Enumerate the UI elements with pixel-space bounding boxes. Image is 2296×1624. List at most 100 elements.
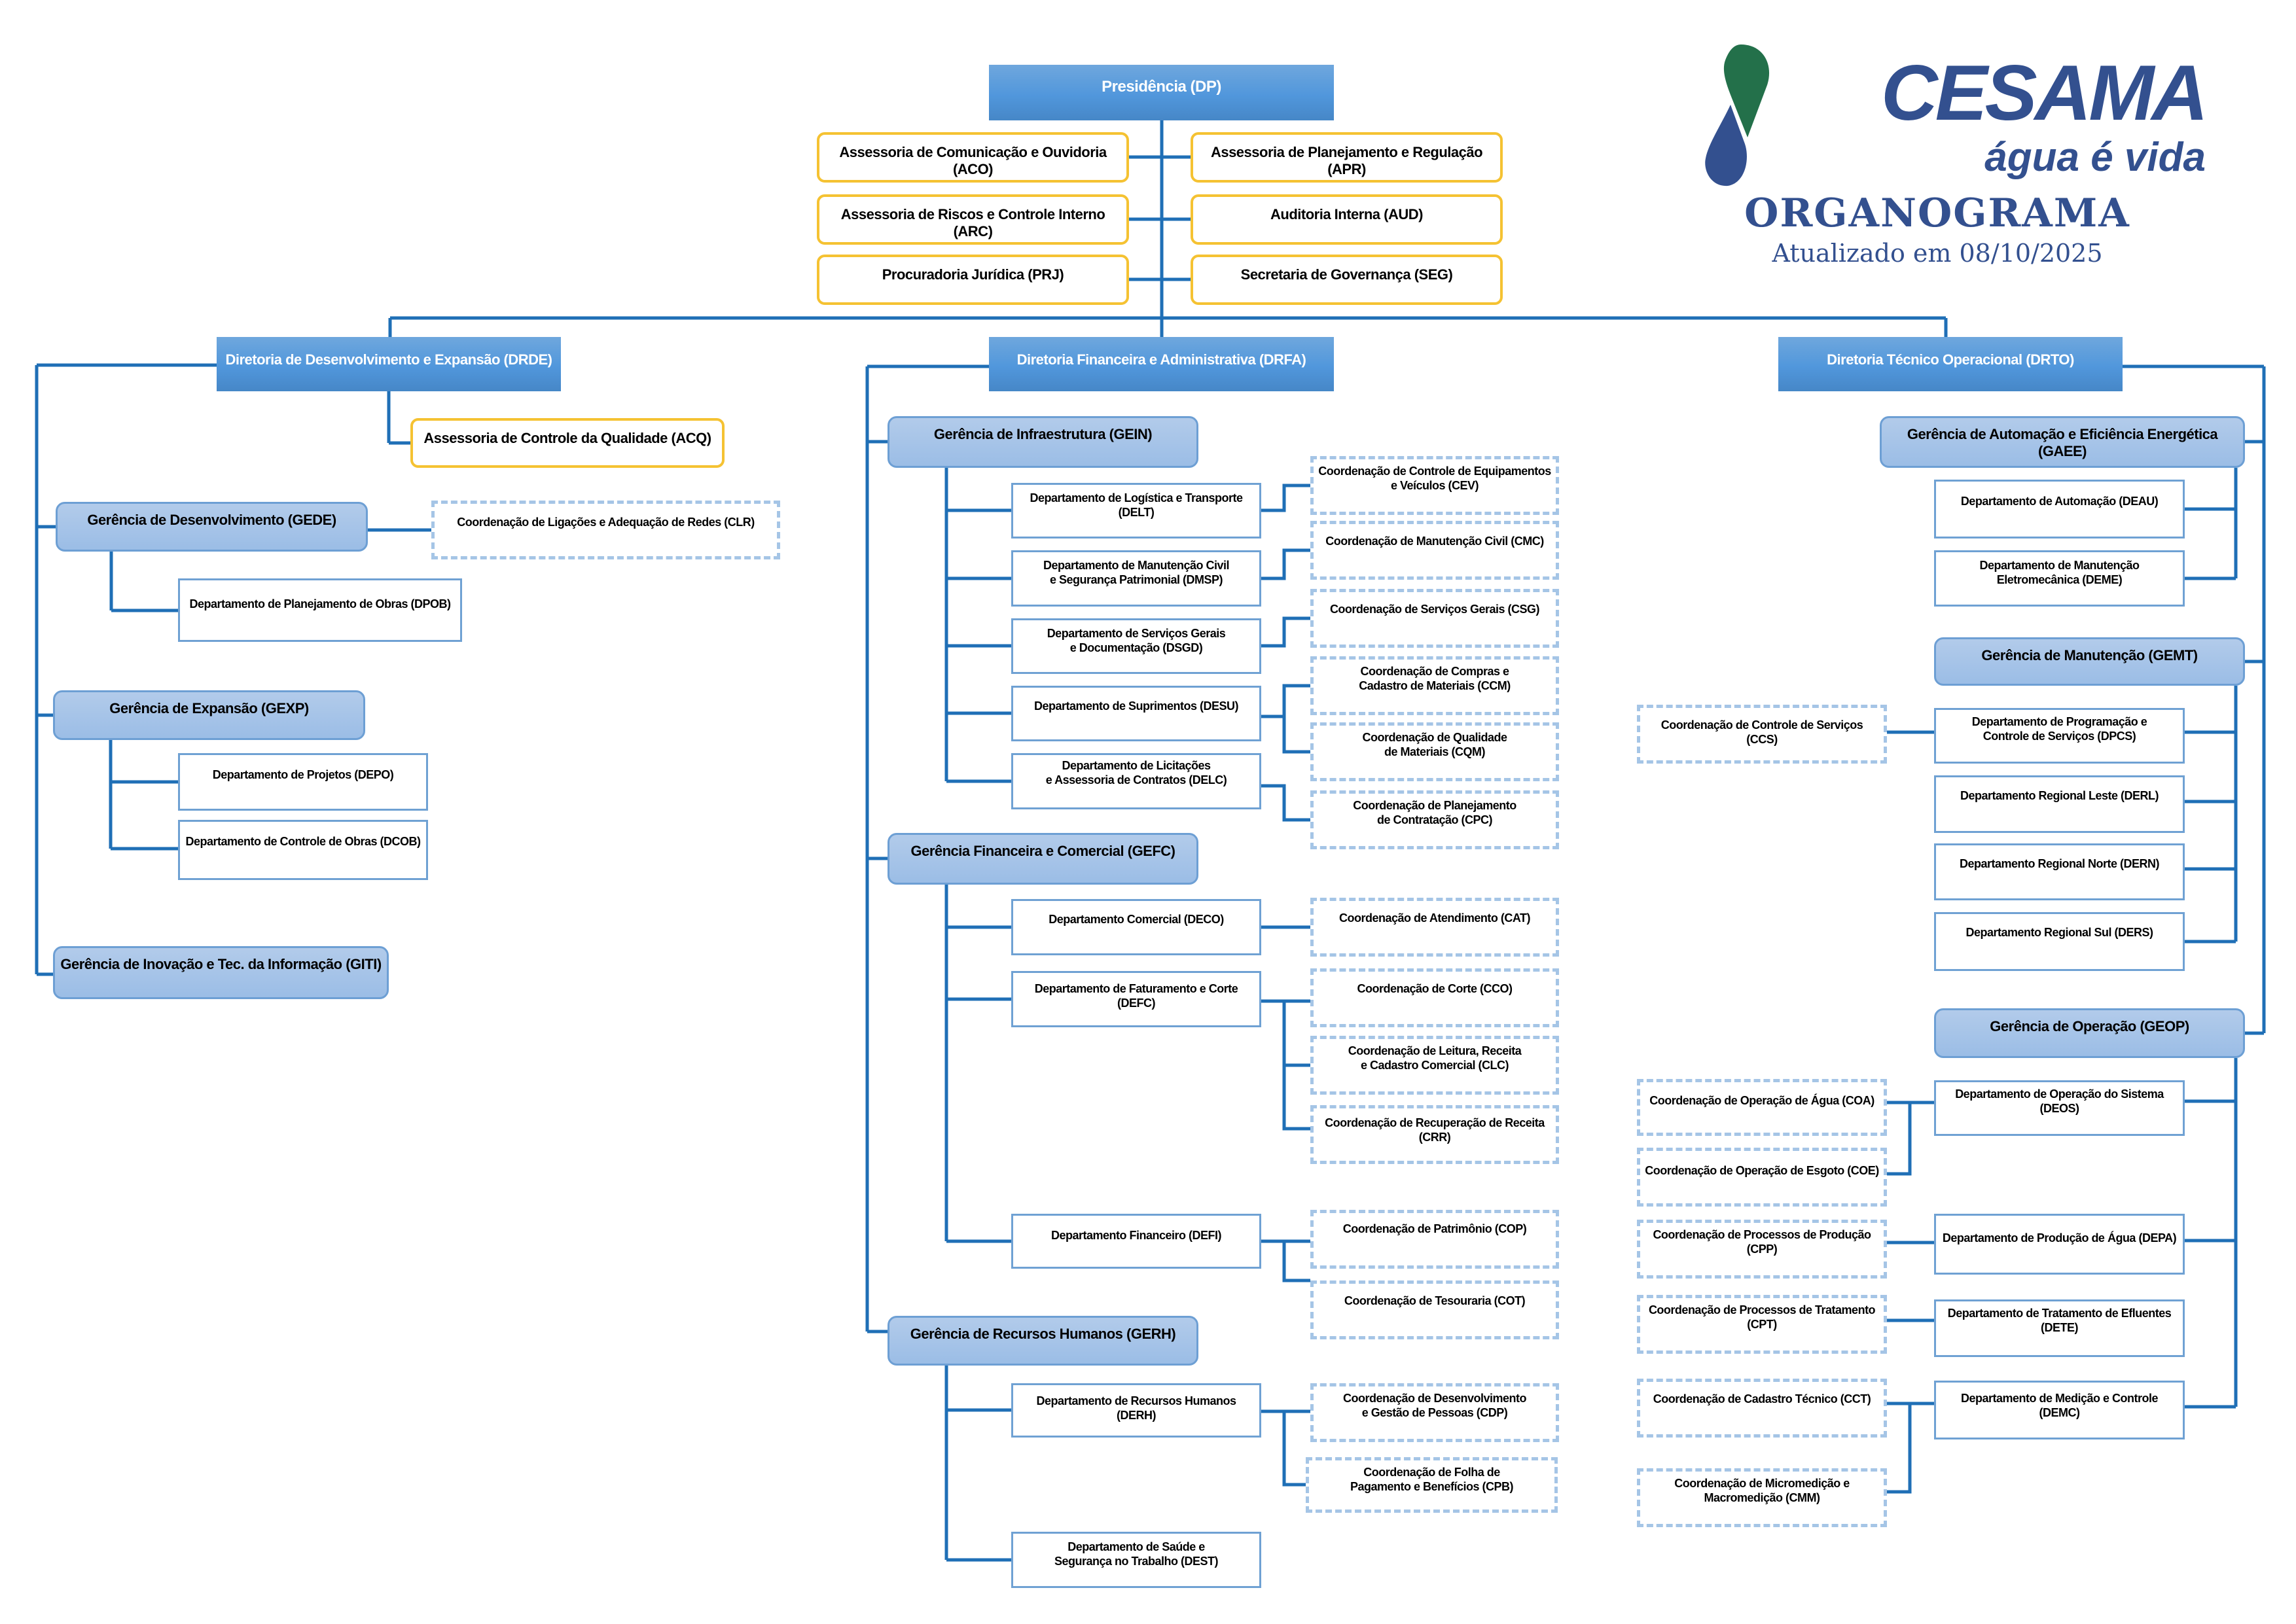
node-label: Departamento Comercial (DECO) — [1049, 913, 1224, 926]
node-prj[interactable]: Procuradoria Jurídica (PRJ) — [817, 255, 1129, 305]
node-delt[interactable]: Departamento de Logística e Transporte(D… — [1011, 483, 1261, 538]
label-line: Coordenação de Folha de — [1363, 1466, 1500, 1479]
node-drde[interactable]: Diretoria de Desenvolvimento e Expansão … — [217, 337, 561, 391]
node-label: Gerência de Inovação e Tec. da Informaçã… — [60, 956, 382, 972]
node-label: Coordenação de Manutenção Civil (CMC) — [1325, 535, 1544, 548]
node-cco[interactable]: Coordenação de Corte (CCO) — [1310, 968, 1559, 1027]
node-gexp[interactable]: Gerência de Expansão (GEXP) — [53, 690, 365, 740]
node-giti[interactable]: Gerência de Inovação e Tec. da Informaçã… — [53, 946, 389, 999]
label-line: Segurança no Trabalho (DEST) — [1054, 1554, 1219, 1568]
node-label: Departamento Regional Sul (DERS) — [1965, 926, 2153, 939]
connector — [1887, 1402, 1934, 1494]
label-line: (DETE) — [2041, 1320, 2078, 1334]
node-label: Coordenação de Controle de Serviços (CCS… — [1660, 718, 1863, 746]
node-label: Diretoria Financeira e Administrativa (D… — [1016, 351, 1306, 368]
node-aud[interactable]: Auditoria Interna (AUD) — [1191, 194, 1503, 245]
node-desu[interactable]: Departamento de Suprimentos (DESU) — [1011, 686, 1261, 741]
node-defc[interactable]: Departamento de Faturamento e Corte (DEF… — [1011, 971, 1261, 1027]
node-depo[interactable]: Departamento de Projetos (DEPO) — [178, 753, 428, 811]
node-derh[interactable]: Departamento de Recursos Humanos (DERH) — [1011, 1383, 1261, 1438]
connector — [1887, 1101, 1934, 1176]
node-drto[interactable]: Diretoria Técnico Operacional (DRTO) — [1778, 337, 2123, 391]
node-label: Departamento de Automação (DEAU) — [1960, 495, 2159, 508]
node-label: Coordenação de Operação de Esgoto (COE) — [1645, 1164, 1879, 1177]
node-coe[interactable]: Coordenação de Operação de Esgoto (COE) — [1637, 1148, 1887, 1207]
node-cpt[interactable]: Coordenação de Processos de Tratamento(C… — [1637, 1295, 1887, 1354]
node-apr[interactable]: Assessoria de Planejamento e Regulação (… — [1191, 132, 1503, 183]
node-ders[interactable]: Departamento Regional Sul (DERS) — [1934, 912, 2185, 971]
node-geop[interactable]: Gerência de Operação (GEOP) — [1934, 1008, 2245, 1058]
node-label: Departamento de Projetos (DEPO) — [212, 768, 394, 781]
node-seg[interactable]: Secretaria de Governança (SEG) — [1191, 255, 1503, 305]
node-gein[interactable]: Gerência de Infraestrutura (GEIN) — [888, 416, 1198, 468]
node-dcob[interactable]: Departamento de Controle de Obras (DCOB) — [178, 820, 428, 880]
node-cct[interactable]: Coordenação de Cadastro Técnico (CCT) — [1637, 1379, 1887, 1438]
node-crr[interactable]: Coordenação de Recuperação de Receita (C… — [1310, 1105, 1559, 1164]
node-arc[interactable]: Assessoria de Riscos e Controle Interno … — [817, 194, 1129, 245]
label-line: Coordenação de Desenvolvimento — [1342, 1392, 1527, 1405]
node-label: Coordenação de Cadastro Técnico (CCT) — [1653, 1392, 1871, 1405]
node-dete[interactable]: Departamento de Tratamento de Efluentes(… — [1934, 1299, 2185, 1357]
node-gemt[interactable]: Gerência de Manutenção (GEMT) — [1934, 637, 2245, 686]
node-dpob[interactable]: Departamento de Planejamento de Obras (D… — [178, 578, 462, 642]
node-csg[interactable]: Coordenação de Serviços Gerais (CSG) — [1310, 589, 1559, 648]
node-cmc[interactable]: Coordenação de Manutenção Civil (CMC) — [1310, 521, 1559, 580]
node-label: Departamento de Suprimentos (DESU) — [1033, 699, 1239, 713]
node-gerh[interactable]: Gerência de Recursos Humanos (GERH) — [888, 1316, 1198, 1366]
node-gefc[interactable]: Gerência Financeira e Comercial (GEFC) — [888, 833, 1198, 885]
node-drfa[interactable]: Diretoria Financeira e Administrativa (D… — [989, 337, 1334, 391]
node-clr[interactable]: Coordenação de Ligações e Adequação de R… — [431, 501, 780, 559]
node-demc[interactable]: Departamento de Medição e Controle (DEMC… — [1934, 1381, 2185, 1439]
node-defi[interactable]: Departamento Financeiro (DEFI) — [1011, 1214, 1261, 1269]
water-drop-icon — [1705, 44, 1770, 186]
node-ccs[interactable]: Coordenação de Controle de Serviços (CCS… — [1637, 705, 1887, 764]
node-gede[interactable]: Gerência de Desenvolvimento (GEDE) — [56, 502, 368, 552]
label-line: Departamento de Manutenção — [1979, 559, 2140, 572]
node-derl[interactable]: Departamento Regional Leste (DERL) — [1934, 775, 2185, 833]
node-cpp[interactable]: Coordenação de Processos de Produção(CPP… — [1637, 1220, 1887, 1279]
node-deos[interactable]: Departamento de Operação do Sistema(DEOS… — [1934, 1080, 2185, 1136]
node-label: Departamento Financeiro (DEFI) — [1050, 1229, 1222, 1242]
node-depa[interactable]: Departamento de Produção de Água (DEPA) — [1934, 1214, 2185, 1275]
brand-name: CESAMA — [1880, 49, 2208, 137]
node-dern[interactable]: Departamento Regional Norte (DERN) — [1934, 843, 2185, 900]
node-label: Gerência de Infraestrutura (GEIN) — [933, 426, 1153, 442]
node-cot[interactable]: Coordenação de Tesouraria (COT) — [1310, 1280, 1559, 1339]
node-label: Coordenação de Ligações e Adequação de R… — [457, 516, 755, 529]
node-label: Coordenação de Recuperação de Receita (C… — [1325, 1116, 1545, 1144]
node-cat[interactable]: Coordenação de Atendimento (CAT) — [1310, 898, 1559, 957]
label-line: (CPT) — [1747, 1317, 1777, 1331]
node-coa[interactable]: Coordenação de Operação de Água (COA) — [1637, 1079, 1887, 1136]
node-cop[interactable]: Coordenação de Patrimônio (COP) — [1310, 1210, 1559, 1269]
node-acq[interactable]: Assessoria de Controle da Qualidade (ACQ… — [410, 418, 725, 468]
node-label: Assessoria de Controle da Qualidade (ACQ… — [423, 430, 711, 446]
label-line: Departamento de Licitações — [1062, 759, 1211, 772]
node-aco[interactable]: Assessoria de Comunicação e Ouvidoria (A… — [817, 132, 1129, 183]
node-deau[interactable]: Departamento de Automação (DEAU) — [1934, 480, 2185, 538]
node-presidencia[interactable]: Presidência (DP) — [989, 65, 1334, 120]
node-gaee[interactable]: Gerência de Automação e Eficiência Energ… — [1880, 416, 2245, 468]
node-deco[interactable]: Departamento Comercial (DECO) — [1011, 899, 1261, 955]
